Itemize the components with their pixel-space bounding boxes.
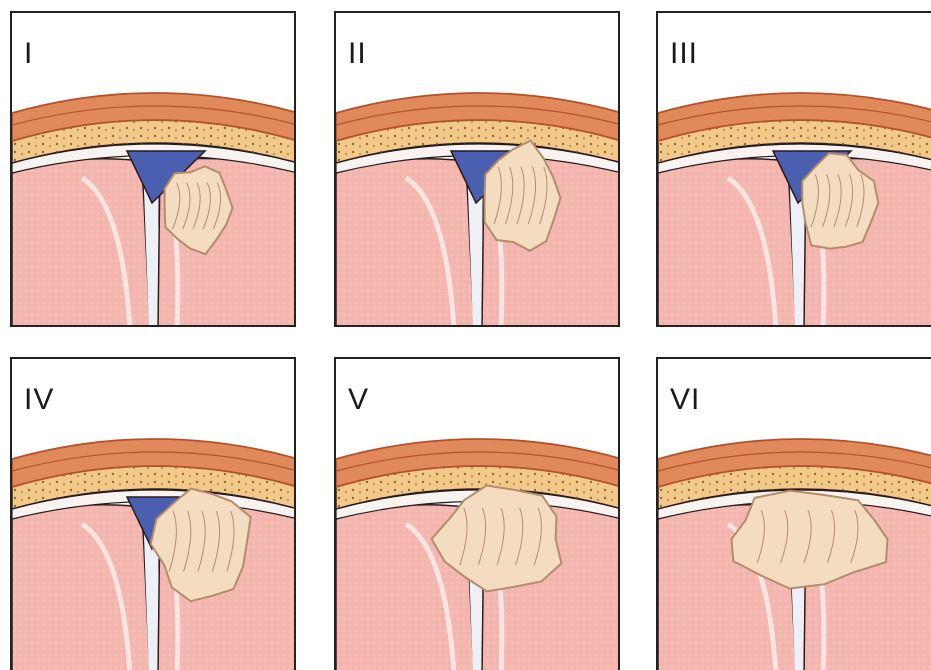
panel-4: IV bbox=[10, 357, 296, 670]
panel-2: II bbox=[334, 11, 620, 327]
panel-4-label: IV bbox=[24, 385, 54, 415]
panel-3-illustration bbox=[658, 13, 931, 327]
panel-4-illustration bbox=[12, 359, 296, 670]
panel-3-label: III bbox=[670, 39, 698, 69]
panel-5: V bbox=[334, 357, 620, 670]
panel-1: I bbox=[10, 11, 296, 327]
panel-2-label: II bbox=[348, 39, 367, 69]
panel-3: III bbox=[656, 11, 931, 327]
panel-6: VI bbox=[656, 357, 931, 670]
panel-2-illustration bbox=[336, 13, 620, 327]
panel-5-illustration bbox=[336, 359, 620, 670]
panel-1-label: I bbox=[24, 39, 33, 69]
panel-6-label: VI bbox=[670, 385, 700, 415]
panel-1-illustration bbox=[12, 13, 296, 327]
panel-5-label: V bbox=[348, 385, 369, 415]
